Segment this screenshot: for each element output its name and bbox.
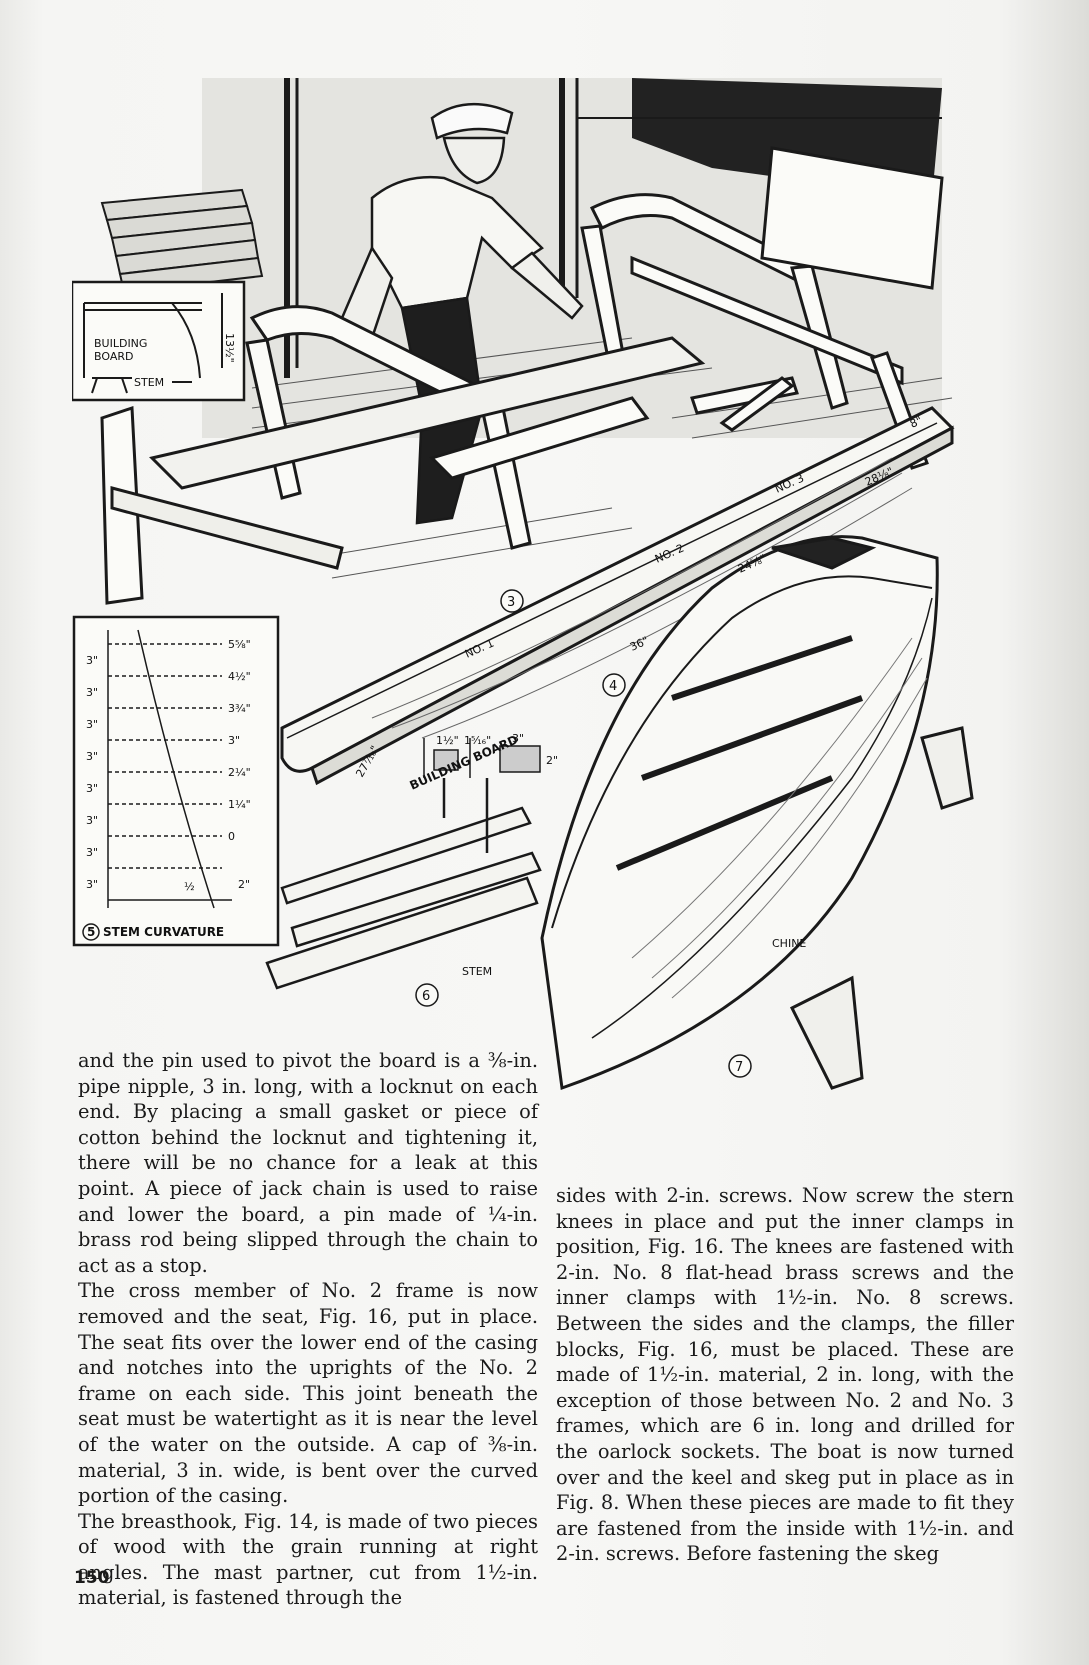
left-text-column: and the pin used to pivot the board is a… [78,1048,538,1611]
fig3-sawhorses-frames [100,146,944,605]
fig5-spacing-1: 3" [86,654,98,667]
fig5-spacing-7: 3" [86,846,98,859]
fig5-offset-8: 2" [238,878,250,891]
fig5-spacing-8: 3" [86,878,98,891]
inset-label-stem: STEM [134,376,164,389]
illustration-svg: BUILDING BOARD STEM 13½" [72,78,974,1091]
fig5-offset-5: 2¼" [228,766,251,779]
inset-label-building: BUILDING [94,337,147,350]
fig5-offset-1: 5⅝" [228,638,251,651]
fig5-stem-curvature: 3" 3" 3" 3" 3" 3" 3" 3" 5⅝" 4½" 3¾" 3" 2… [72,615,280,947]
fig5-spacing-4: 3" [86,750,98,763]
fig5-offset-3: 3¾" [228,702,251,715]
fig7-callout: 7 [735,1060,743,1075]
fig5-spacing-3: 3" [86,718,98,731]
fig5-offset-7: 0 [228,830,235,843]
fig3-callout: 3 [507,595,515,610]
fig5-half: ½ [184,880,195,893]
fig4-dim-2: 2" [546,754,558,767]
fig5-caption-number: 5 [87,925,95,939]
fig4-building-board [280,406,955,786]
fig5-spacing-6: 3" [86,814,98,827]
fig4-dim-1-sixteenth: 1⁵⁄₁₆" [464,734,491,747]
boat-building-illustration: BUILDING BOARD STEM 13½" [72,78,1017,1168]
left-paragraph-2: The cross member of No. 2 frame is now r… [78,1279,538,1508]
workman-figure [340,102,584,525]
fig7-label-chine: CHINE [772,937,806,950]
right-paragraph-1: sides with 2-in. screws. Now screw the s… [556,1184,1014,1566]
section-detail [423,738,541,778]
fig5-offset-6: 1¼" [228,798,251,811]
fig6-label-stem: STEM [462,965,492,978]
inset-dim: 13½" [223,333,236,363]
inset-label-board: BOARD [94,350,133,363]
fig6-callout: 6 [422,989,430,1004]
page-number: 150 [74,1568,110,1588]
fig4-dim-8: 8" [908,414,924,431]
fig5-spacing-2: 3" [86,686,98,699]
right-text-column: sides with 2-in. screws. Now screw the s… [556,1183,1014,1567]
fig5-spacing-5: 3" [86,782,98,795]
fig5-offset-4: 3" [228,734,240,747]
fig4-callout: 4 [609,679,617,694]
fig6-stem-pieces [265,778,542,990]
fig5-caption: STEM CURVATURE [103,925,224,939]
inset-building-board: BUILDING BOARD STEM 13½" [72,280,246,402]
fig4-dim-1-half: 1½" [436,734,459,747]
left-paragraph-3: The breasthook, Fig. 14, is made of two … [78,1509,538,1610]
left-paragraph-1: and the pin used to pivot the board is a… [78,1049,538,1277]
fig7-boat-hull [540,535,974,1091]
fig5-offset-2: 4½" [228,670,251,683]
fig4-dim-3: 3" [512,732,524,745]
